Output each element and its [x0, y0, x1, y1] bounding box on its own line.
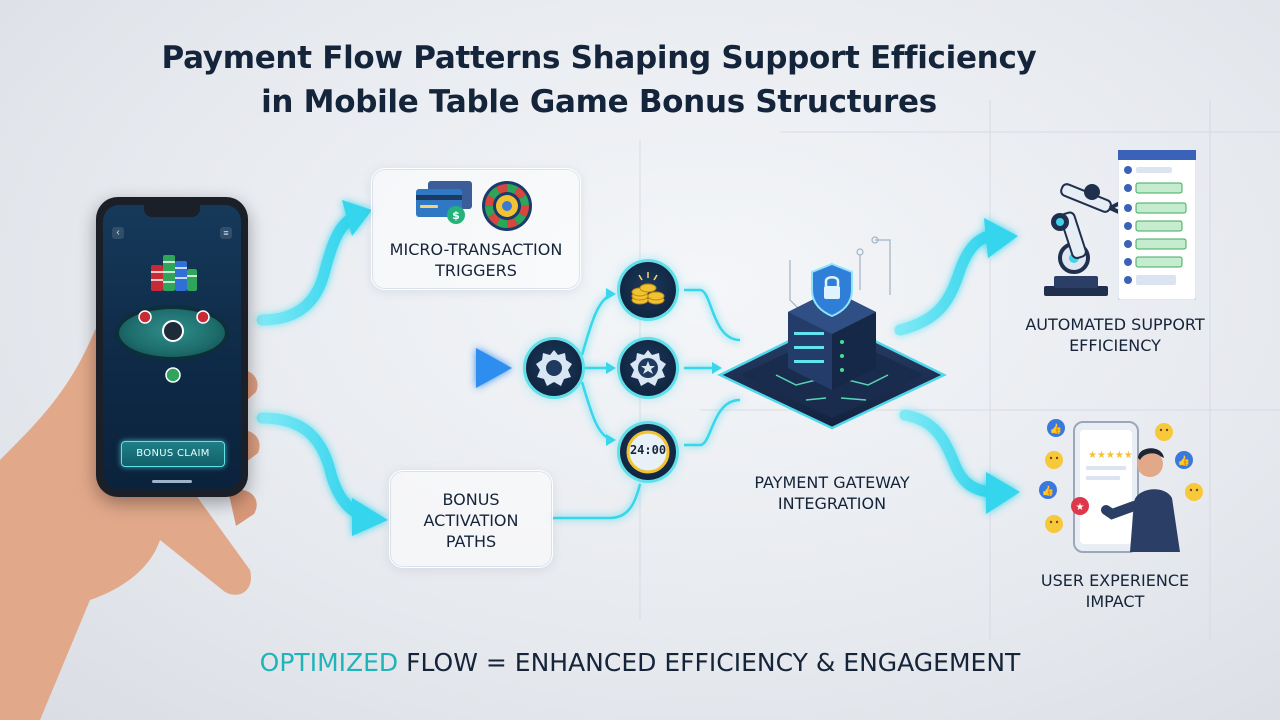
title-line-2: in Mobile Table Game Bonus Structures [261, 84, 937, 120]
timer-text: 24:00 [629, 443, 667, 457]
table-chips-icon [138, 310, 210, 383]
micro-transaction-label: MICRO-TRANSACTION TRIGGERS [389, 240, 563, 280]
svg-text:$: $ [452, 209, 460, 222]
shield-lock-icon [811, 262, 853, 318]
back-arrow-icon[interactable]: ‹ [112, 227, 124, 239]
node-connectors [552, 288, 741, 520]
arrow-to-ux [899, 409, 1020, 514]
smiley-icon [1045, 423, 1203, 533]
support-label: AUTOMATED SUPPORT EFFICIENCY [1025, 315, 1205, 355]
roulette-wheel-icon [482, 181, 532, 231]
arrow-to-micro-transaction [256, 200, 372, 326]
gear-badge-node [526, 340, 582, 396]
connector-arrowheads [606, 288, 722, 446]
title-line-1: Payment Flow Patterns Shaping Support Ef… [161, 40, 1037, 76]
menu-icon[interactable]: ≡ [220, 227, 232, 239]
phone-notch [144, 205, 200, 217]
ux-illustration: ★★★★★ ★ 👍 👍 👍 [1039, 419, 1203, 553]
person-icon [1101, 448, 1180, 552]
micro-transaction-box: $ MICRO-TRANSACTION TRIGGERS [371, 168, 581, 290]
footer-tagline: OPTIMIZED FLOW = ENHANCED EFFICIENCY & E… [0, 646, 1280, 680]
bonus-claim-button[interactable]: BONUS CLAIM [121, 441, 225, 467]
thumbs-up-icon: 👍 👍 👍 [1039, 419, 1193, 499]
ux-label: USER EXPERIENCE IMPACT [1040, 571, 1190, 611]
phone-screen: ‹ ≡ BONUS CLAIM [103, 205, 241, 489]
robot-arm-icon [1044, 183, 1131, 296]
credit-card-icon: $ [416, 181, 472, 224]
coin-stack-icon [631, 272, 665, 305]
gear-badge-icon [536, 350, 572, 386]
bonus-activation-box: BONUS ACTIVATION PATHS [389, 470, 553, 568]
timer-node: 24:00 [620, 424, 676, 480]
svg-text:👍: 👍 [1178, 454, 1190, 467]
arrow-to-support [894, 218, 1018, 336]
diagram-title: Payment Flow Patterns Shaping Support Ef… [0, 36, 1280, 124]
timer-icon [626, 430, 670, 474]
smartphone: ‹ ≡ BONUS CLAIM [96, 197, 248, 497]
bonus-activation-label: BONUS ACTIVATION PATHS [423, 490, 519, 551]
svg-text:★★★★★: ★★★★★ [1088, 450, 1133, 461]
star-badge-node [620, 340, 676, 396]
server-icon [788, 290, 876, 390]
circuit-traces [789, 236, 891, 311]
star-badge-icon [630, 350, 666, 386]
svg-text:★: ★ [1076, 502, 1085, 513]
svg-text:👍: 👍 [1050, 422, 1062, 435]
gateway-label: PAYMENT GATEWAY INTEGRATION [754, 473, 910, 513]
coin-stack-node [620, 262, 676, 318]
footer-accent: OPTIMIZED [259, 648, 399, 677]
star-rating-icon: ★★★★★ [1088, 450, 1133, 461]
arrow-to-center [262, 348, 512, 388]
poker-chips-icon [151, 255, 197, 291]
svg-text:👍: 👍 [1042, 484, 1054, 497]
chat-panel-icon [1118, 150, 1196, 300]
payment-gateway-illustration [717, 262, 947, 430]
arrow-to-bonus-activation [256, 412, 388, 536]
footer-rest: FLOW = ENHANCED EFFICIENCY & ENGAGEMENT [398, 648, 1021, 677]
home-indicator [152, 480, 192, 483]
